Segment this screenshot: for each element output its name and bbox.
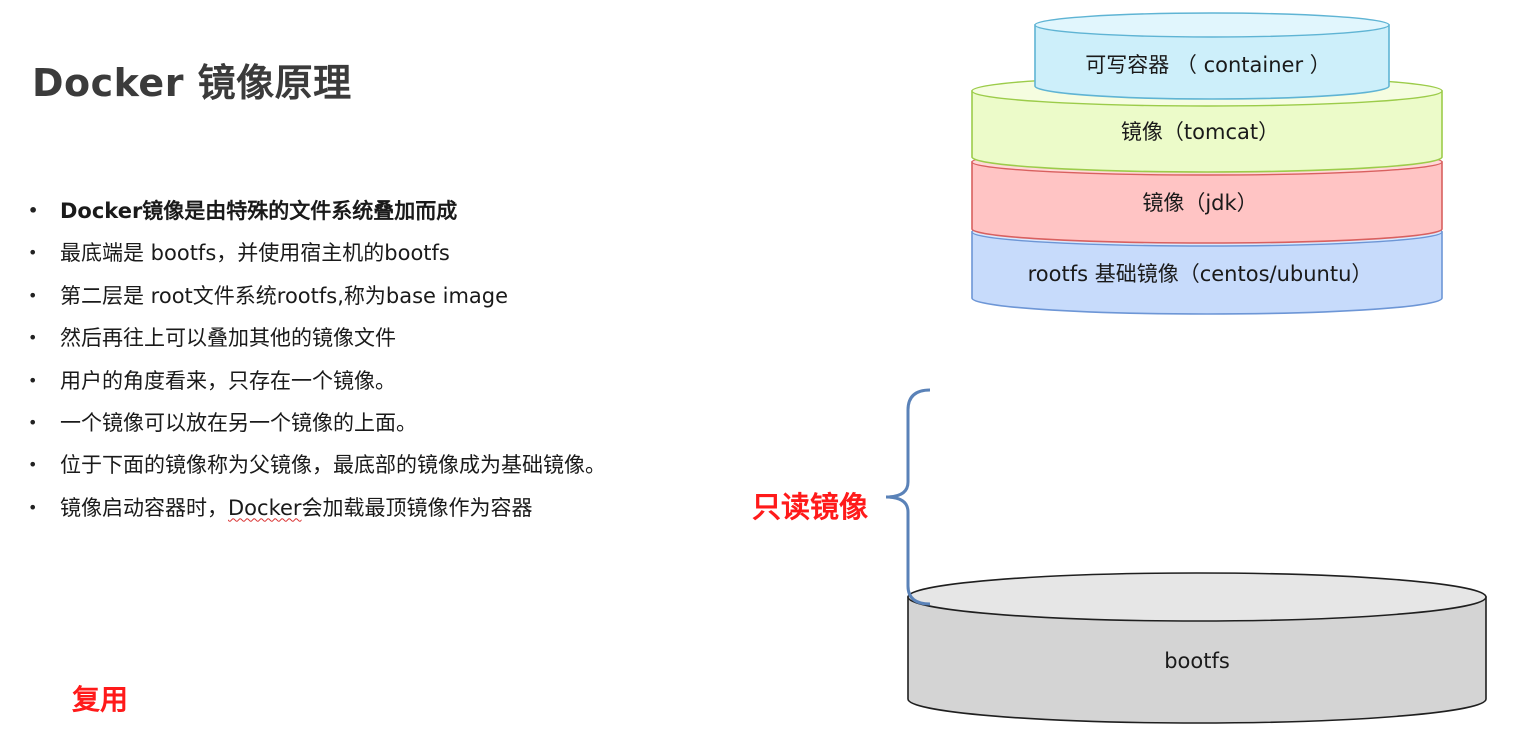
jdk-label: 镜像（jdk） <box>1142 191 1257 215</box>
bullet-text: Docker镜像是由特殊的文件系统叠加而成 <box>60 199 458 223</box>
spellcheck-underlined-word: Docker <box>228 495 302 520</box>
bullet-text: 一个镜像可以放在另一个镜像的上面。 <box>60 410 417 435</box>
bullet-text: 用户的角度看来，只存在一个镜像。 <box>60 368 396 393</box>
bullet-item: • 然后再往上可以叠加其他的镜像文件 <box>28 317 606 359</box>
container-layer: 可写容器 （ container ） <box>1034 12 1390 100</box>
bullet-text: 最底端是 bootfs，并使用宿主机的bootfs <box>60 241 450 266</box>
bullet-text-before: 镜像启动容器时， <box>60 495 228 520</box>
bullet-text: 第二层是 root文件系统rootfs,称为base image <box>60 283 509 308</box>
bullet-dot: • <box>28 328 38 348</box>
bullet-item: • 第二层是 root文件系统rootfs,称为base image <box>28 275 606 317</box>
bullet-dot: • <box>28 285 38 305</box>
bullet-dot: • <box>28 243 38 263</box>
brace-icon <box>885 388 931 606</box>
bullet-item: • 最底端是 bootfs，并使用宿主机的bootfs <box>28 232 606 274</box>
bullet-dot: • <box>28 497 38 517</box>
bullet-dot: • <box>28 370 38 390</box>
slide-title: Docker 镜像原理 <box>32 61 352 105</box>
bullet-item: • Docker镜像是由特殊的文件系统叠加而成 <box>28 190 606 232</box>
bullet-text: 然后再往上可以叠加其他的镜像文件 <box>60 326 396 351</box>
bullet-list: • Docker镜像是由特殊的文件系统叠加而成 • 最底端是 bootfs，并使… <box>28 190 606 529</box>
bullet-text: 位于下面的镜像称为父镜像，最底部的镜像成为基础镜像。 <box>60 453 606 478</box>
bootfs-label: bootfs <box>1164 649 1230 673</box>
bullet-dot: • <box>28 455 38 475</box>
tomcat-label: 镜像（tomcat） <box>1121 120 1279 144</box>
readonly-image-label: 只读镜像 <box>752 490 869 524</box>
bullet-text-after: 会加载最顶镜像作为容器 <box>301 495 533 520</box>
bootfs-cylinder: bootfs <box>907 572 1487 724</box>
bullet-item: • 用户的角度看来，只存在一个镜像。 <box>28 360 606 402</box>
bullet-item: • 镜像启动容器时，Docker会加载最顶镜像作为容器 <box>28 487 606 529</box>
bullet-dot: • <box>28 412 38 432</box>
bullet-item: • 一个镜像可以放在另一个镜像的上面。 <box>28 402 606 444</box>
bullet-dot: • <box>28 201 39 220</box>
bullet-item: • 位于下面的镜像称为父镜像，最底部的镜像成为基础镜像。 <box>28 444 606 486</box>
rootfs-label: rootfs 基础镜像（centos/ubuntu） <box>1028 262 1373 286</box>
container-label: 可写容器 （ container ） <box>1085 53 1331 77</box>
reuse-label: 复用 <box>72 683 129 716</box>
